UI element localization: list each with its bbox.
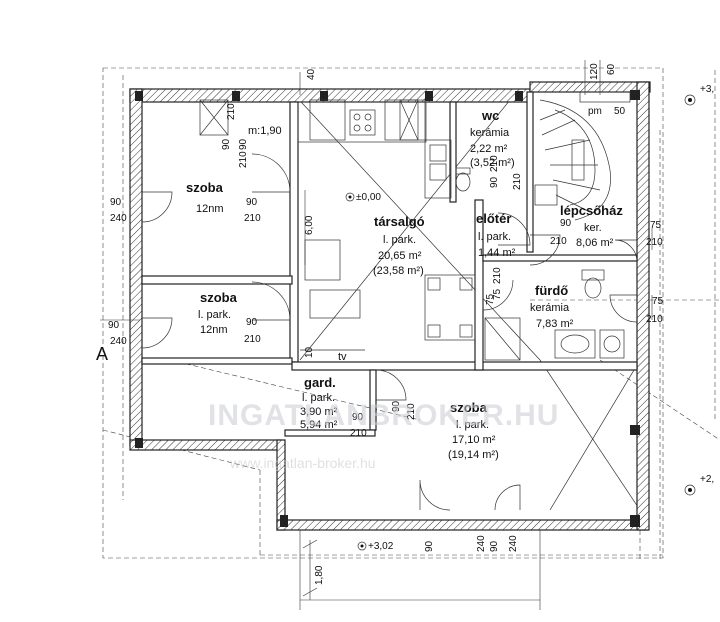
- door-mark-height: 210: [350, 428, 367, 439]
- bathroom-fixtures: [484, 269, 625, 361]
- room-floor-szoba-3: l. park.: [456, 419, 489, 431]
- room-name-wc: wc: [481, 108, 499, 123]
- dim-10-label: 10: [304, 346, 315, 358]
- room-area2-tarsalgo: (23,58 m²): [373, 265, 424, 277]
- room-floor-furdo: kerámia: [530, 302, 570, 314]
- door-marks: 90 210 90 240 90 210 90 210 90 240 90 21…: [108, 103, 664, 552]
- elevation-markers: [345, 70, 716, 551]
- doors: [141, 153, 638, 511]
- door-mark-height: 210: [489, 155, 500, 172]
- dim-40-label: 40: [306, 68, 317, 80]
- door-mark-width: 90: [238, 138, 249, 150]
- room-name-furdo: fürdő: [535, 283, 568, 298]
- door-mark-height: 210: [244, 213, 261, 224]
- room-floor-lepcsohaz: ker.: [584, 222, 602, 234]
- room-floor-tarsalgo: l. park.: [383, 234, 416, 246]
- door-mark-height: 240: [110, 336, 127, 347]
- room-name-tarsalgo: társalgó: [374, 214, 425, 229]
- door-mark-width: 75: [485, 293, 496, 305]
- dimension-lines: [100, 60, 653, 610]
- room-floor-szoba-1: 12nm: [196, 203, 224, 215]
- door-mark-width: 90: [246, 317, 258, 328]
- room-floor-eloter: l. park.: [478, 231, 511, 243]
- room-area2-szoba-3: (19,14 m²): [448, 449, 499, 461]
- door-mark-height: 240: [110, 213, 127, 224]
- watermark-main: INGATLANBROKER.HU: [208, 399, 559, 432]
- room-area-szoba-3: 17,10 m²: [452, 434, 496, 446]
- room-floor-szoba-2: l. park.: [198, 309, 231, 321]
- door-mark-width: 75: [652, 296, 664, 307]
- room-area-szoba-2: 12nm: [200, 324, 228, 336]
- roof-lines: [289, 89, 641, 511]
- door-mark-height: 240: [508, 535, 519, 552]
- wall-columns: [135, 90, 640, 527]
- level-top-right-label: +3,: [700, 84, 714, 95]
- level-bottom-label: +3,02: [368, 541, 394, 552]
- room-area-gard: 3,90 m²: [300, 406, 338, 418]
- room-area-lepcsohaz: 8,06 m²: [576, 237, 614, 249]
- door-mark-height: 210: [492, 267, 503, 284]
- room-area-tarsalgo: 20,65 m²: [378, 250, 422, 262]
- section-a-label: A: [96, 344, 108, 364]
- room-name-eloter: előtér: [476, 211, 511, 226]
- door-mark-width: 90: [246, 197, 258, 208]
- room-area-furdo: 7,83 m²: [536, 318, 574, 330]
- door-mark-height: 210: [646, 314, 663, 325]
- door-mark-height: 210: [646, 237, 663, 248]
- watermark-sub: www.ingatlan-broker.hu: [229, 455, 376, 471]
- door-mark-height: 210: [512, 173, 523, 190]
- dim-60-label: 60: [606, 63, 617, 75]
- door-mark-height: 210: [406, 403, 417, 420]
- room-name-szoba-2: szoba: [200, 290, 238, 305]
- door-mark-width: 75: [650, 220, 662, 231]
- windows: [199, 91, 631, 141]
- level-zero-label: ±0,00: [356, 192, 381, 203]
- watermark: INGATLANBROKER.HU www.ingatlan-broker.hu: [208, 399, 559, 471]
- door-mark-width: 90: [352, 412, 364, 423]
- room-area2-gard: 5,94 m²: [300, 419, 338, 431]
- wc-fixture: [455, 167, 471, 192]
- dim-180-label: 1,80: [314, 565, 325, 585]
- ceiling-height-label: m:1,90: [248, 125, 282, 137]
- door-mark-width: 90: [391, 400, 402, 412]
- room-labels: szoba 12nm szoba l. park. 12nm társalgó …: [186, 108, 623, 461]
- door-mark-width: 90: [110, 197, 122, 208]
- staircase: [534, 99, 611, 221]
- door-mark-height: 210: [244, 334, 261, 345]
- dim-600-label: 6,00: [304, 215, 315, 235]
- level-bottom-right-label: +2,: [700, 474, 714, 485]
- door-mark-height: 210: [550, 236, 567, 247]
- room-area-eloter: 1,44 m²: [478, 247, 516, 259]
- room-area2-wc: (3,52 m²): [470, 157, 515, 169]
- room-area-wc: 2,22 m²: [470, 143, 508, 155]
- door-mark-width: 75: [492, 288, 503, 300]
- misc-labels: ±0,00 m:1,90 +3, +2, +3,02 A tv 1,80 6,0…: [96, 63, 714, 585]
- door-mark-height: 210: [238, 151, 249, 168]
- room-name-szoba-1: szoba: [186, 180, 224, 195]
- door-mark-width: 90: [108, 320, 120, 331]
- door-mark-width: 90: [489, 540, 500, 552]
- pm-50-label: 50: [614, 106, 626, 117]
- door-mark-width: 90: [560, 218, 572, 229]
- room-name-gard: gard.: [304, 375, 336, 390]
- room-floor-gard: l. park.: [302, 392, 335, 404]
- room-name-lepcsohaz: lépcsőház: [560, 203, 623, 218]
- room-floor-wc: kerámia: [470, 127, 510, 139]
- tv-label: tv: [338, 351, 347, 363]
- living-furniture: [300, 239, 476, 351]
- door-mark-width: 90: [221, 138, 232, 150]
- door-mark-height: 210: [226, 103, 237, 120]
- door-mark-height: 240: [476, 535, 487, 552]
- kitchen-counter: [297, 101, 452, 199]
- pm-label: pm: [588, 106, 602, 117]
- door-mark-width: 90: [489, 176, 500, 188]
- dim-120-label: 120: [589, 63, 600, 80]
- door-mark-width: 90: [424, 540, 435, 552]
- room-name-szoba-3: szoba: [450, 400, 488, 415]
